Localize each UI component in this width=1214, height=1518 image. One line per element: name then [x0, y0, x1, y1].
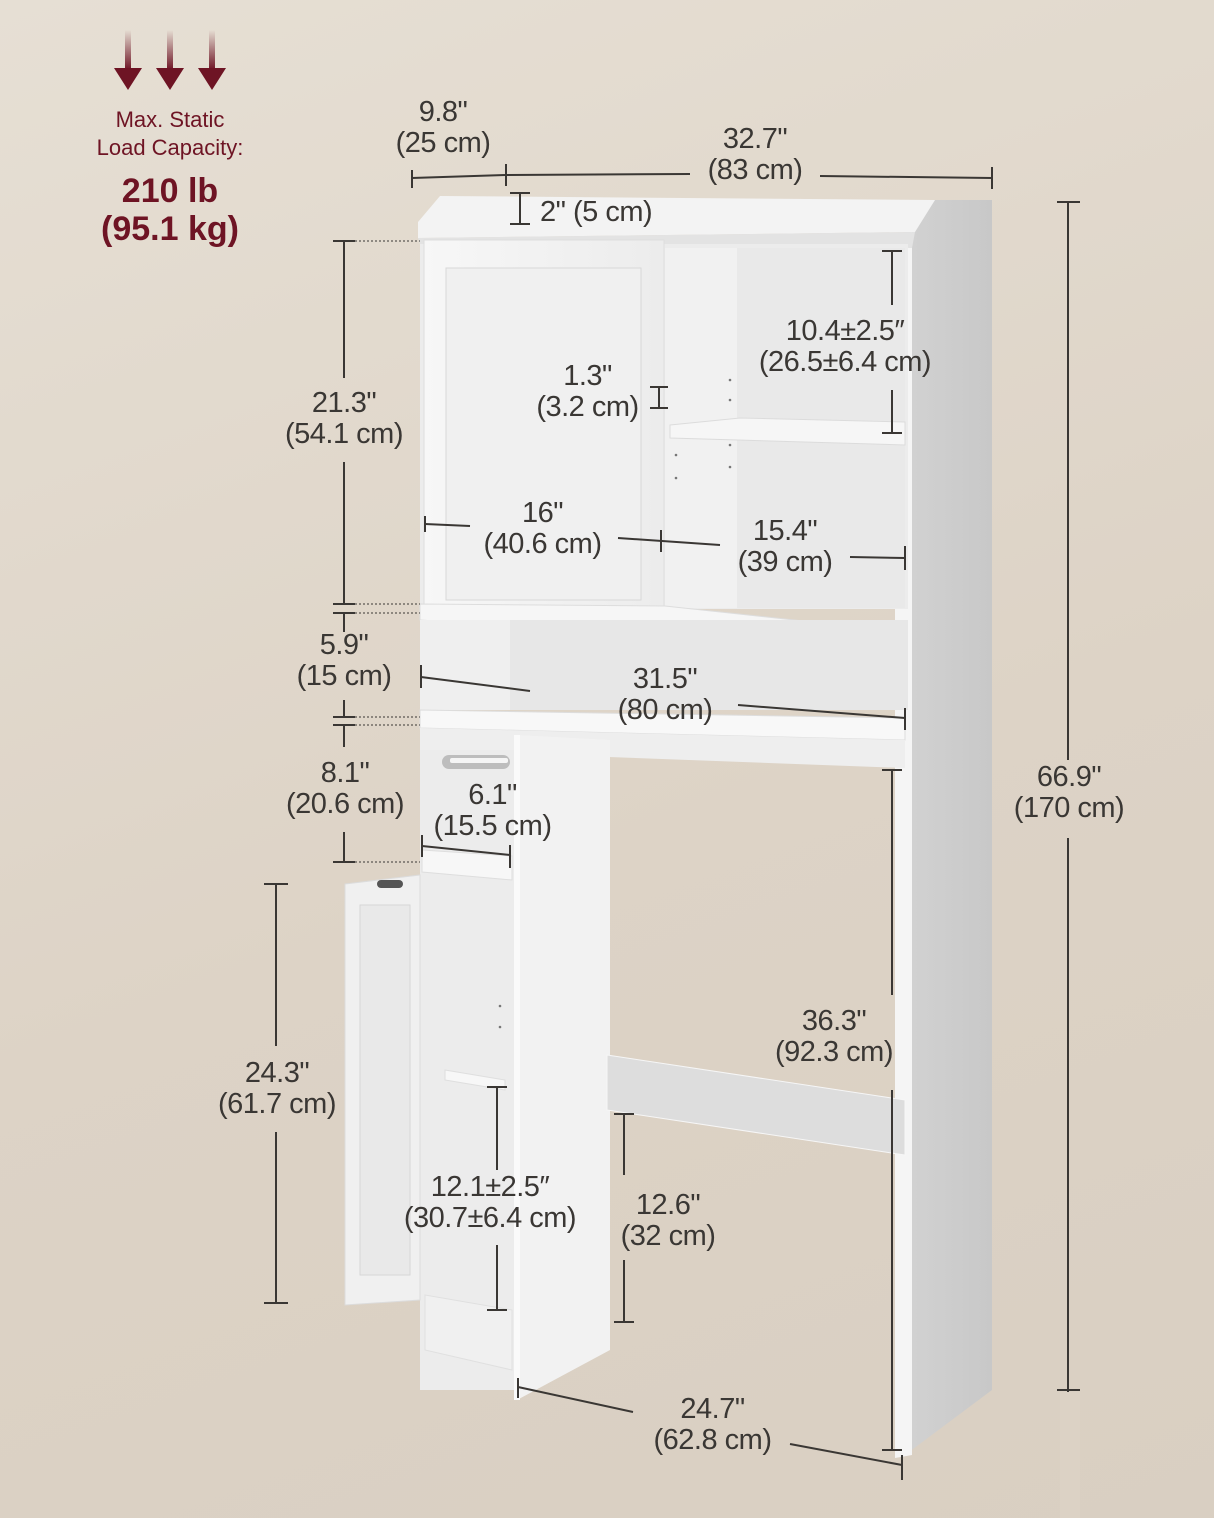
dimension-total-height: 66.9" (170 cm)	[1004, 762, 1134, 824]
dimension-lower-cabinet-height: 24.3" (61.7 cm)	[208, 1058, 346, 1120]
dimension-upper-cabinet-height: 21.3" (54.1 cm)	[274, 388, 414, 450]
dimension-value: 10.4±2.5″	[785, 315, 905, 347]
dimension-panel-gap: 1.3" (3.2 cm)	[525, 361, 650, 423]
dimension-depth-top: 9.8" (25 cm)	[378, 97, 508, 159]
total-height-line	[1057, 838, 1080, 1391]
dimension-base-depth: 24.7" (62.8 cm)	[640, 1394, 785, 1456]
dimension-value-metric: (61.7 cm)	[218, 1088, 336, 1120]
dimension-value: 5.9"	[319, 629, 369, 661]
dimension-width-total: 32.7" (83 cm)	[690, 124, 820, 186]
dimension-value: 32.7"	[722, 123, 788, 155]
dimension-top-rail: 2" (5 cm)	[540, 196, 653, 228]
dimension-value-metric: (80 cm)	[617, 694, 713, 726]
down-arrow-icon	[156, 30, 184, 92]
dimension-value: 2" (5 cm)	[540, 196, 653, 228]
load-caption-line2: Load Capacity:	[96, 135, 244, 160]
dimension-value-metric: (30.7±6.4 cm)	[403, 1202, 577, 1234]
dimension-value-metric: (32 cm)	[620, 1220, 716, 1252]
dimension-lower-shelf-height: 12.1±2.5″ (30.7±6.4 cm)	[390, 1172, 590, 1234]
dimension-door-width: 16" (40.6 cm)	[470, 498, 615, 560]
dimension-value: 15.4"	[752, 515, 818, 547]
dimension-value: 36.3"	[801, 1005, 867, 1037]
dimension-value: 24.3"	[244, 1057, 310, 1089]
dimension-value: 24.7"	[680, 1393, 745, 1425]
dimension-open-shelf-width: 15.4" (39 cm)	[720, 516, 850, 578]
dimension-holder-width: 6.1" (15.5 cm)	[425, 780, 560, 842]
load-caption: Max. Static Load Capacity:	[80, 106, 260, 162]
dimension-value-metric: (15.5 cm)	[433, 810, 552, 842]
dimension-value: 31.5"	[632, 663, 698, 695]
dimension-value-metric: (26.5±6.4 cm)	[758, 346, 932, 378]
down-arrow-icon	[114, 30, 142, 92]
dimension-value: 6.1"	[468, 779, 517, 811]
dimension-value-metric: (15 cm)	[296, 660, 392, 692]
dimension-value-metric: (39 cm)	[737, 546, 833, 578]
dimension-middle-shelf-height: 5.9" (15 cm)	[284, 630, 404, 692]
dimension-toilet-clearance: 36.3" (92.3 cm)	[764, 1006, 904, 1068]
lower-cabinet-door	[344, 874, 421, 1306]
dimension-value: 12.1±2.5″	[430, 1171, 550, 1203]
door-hinge-icon	[377, 880, 403, 888]
dimension-value: 8.1"	[320, 757, 370, 789]
dimension-middle-shelf-width: 31.5" (80 cm)	[600, 664, 730, 726]
shelf-peg-holes	[498, 378, 732, 1029]
load-caption-line1: Max. Static	[115, 107, 225, 132]
upper-adjustable-shelf	[669, 417, 906, 446]
dimension-value-metric: (170 cm)	[1013, 792, 1125, 824]
sliding-door	[423, 239, 665, 623]
dimension-value-metric: (3.2 cm)	[536, 391, 639, 423]
load-capacity-badge: Max. Static Load Capacity: 210 lb (95.1 …	[80, 30, 260, 248]
lower-storage-column	[420, 735, 610, 1400]
right-side-panel	[895, 200, 992, 1458]
dimension-value-metric: (20.6 cm)	[286, 788, 404, 820]
dimension-value-metric: (54.1 cm)	[285, 418, 403, 450]
dimension-value-metric: (92.3 cm)	[775, 1036, 893, 1068]
dimension-value-metric: (25 cm)	[395, 127, 491, 159]
back-stretcher	[606, 1054, 906, 1156]
dimension-value-metric: (83 cm)	[707, 154, 803, 186]
dimension-holder-height: 8.1" (20.6 cm)	[270, 758, 420, 820]
load-value-imperial: 210 lb	[121, 172, 219, 210]
down-arrow-icon	[198, 30, 226, 92]
load-value: 210 lb (95.1 kg)	[80, 172, 260, 248]
load-value-metric: (95.1 kg)	[101, 210, 239, 248]
guide-lines	[355, 240, 420, 863]
dimension-value-metric: (62.8 cm)	[653, 1424, 772, 1456]
dimension-value-metric: (40.6 cm)	[483, 528, 602, 560]
load-arrows	[80, 30, 260, 92]
dimension-value: 21.3"	[311, 387, 377, 419]
dimension-bottom-clearance: 12.6" (32 cm)	[608, 1190, 728, 1252]
dimension-value: 66.9"	[1036, 761, 1102, 793]
dimension-upper-shelf-height: 10.4±2.5″ (26.5±6.4 cm)	[745, 316, 945, 378]
dimension-value: 16"	[521, 497, 564, 529]
dimension-value: 9.8"	[418, 96, 468, 128]
dimension-value: 1.3"	[563, 360, 612, 392]
dimension-value: 12.6"	[635, 1189, 701, 1221]
